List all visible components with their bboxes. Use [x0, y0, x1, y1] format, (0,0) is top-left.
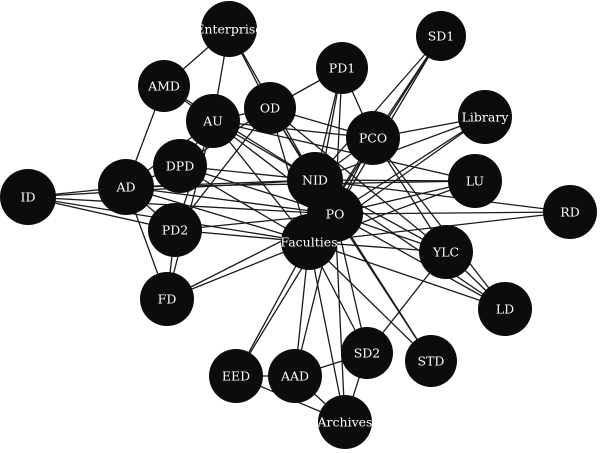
node-label-ylc: YLC	[432, 245, 459, 260]
node-circle-pd2	[148, 203, 202, 257]
node-enterprise: Enterprise	[195, 1, 263, 57]
node-circle-rd	[543, 185, 597, 239]
node-label-archives: Archives	[317, 415, 373, 430]
node-label-po: PO	[326, 207, 345, 222]
node-od: OD	[244, 82, 296, 134]
node-label-ad: AD	[115, 180, 135, 195]
edge-rd-po	[334, 211, 571, 215]
node-std: STD	[405, 335, 457, 387]
node-sd2: SD2	[341, 327, 393, 379]
node-label-std: STD	[418, 354, 445, 369]
node-circle-ld	[478, 282, 532, 336]
node-circle-ylc	[419, 225, 473, 279]
node-label-nid: NID	[302, 173, 328, 188]
edge-ad-faculties	[125, 186, 310, 243]
node-label-enterprise: Enterprise	[195, 22, 262, 37]
node-lu: LU	[448, 154, 502, 208]
node-circle-sd1	[416, 11, 466, 61]
node-circle-std	[405, 335, 457, 387]
edge-faculties-ld	[308, 241, 506, 310]
node-circle-pd1	[316, 42, 368, 94]
node-eed: EED	[209, 349, 263, 403]
node-circle-faculties	[281, 214, 337, 270]
node-rd: RD	[543, 185, 597, 239]
node-circle-library	[458, 90, 512, 144]
node-label-pd1: PD1	[329, 61, 355, 76]
node-label-amd: AMD	[147, 79, 180, 94]
node-fd: FD	[140, 272, 194, 326]
node-label-ld: LD	[496, 302, 514, 317]
node-ld: LD	[478, 282, 532, 336]
node-circle-amd	[138, 60, 190, 112]
node-circle-fd	[140, 272, 194, 326]
edge-po-ld	[334, 213, 506, 310]
edge-faculties-std	[308, 241, 432, 362]
node-circle-eed	[209, 349, 263, 403]
node-ad: AD	[98, 159, 154, 215]
node-label-au: AU	[202, 114, 223, 129]
edge-library-nid	[314, 116, 486, 181]
node-pco: PCO	[346, 111, 400, 165]
node-au: AU	[186, 94, 240, 148]
edge-amd-nid	[163, 85, 316, 181]
node-circle-id	[0, 169, 56, 225]
node-pd1: PD1	[316, 42, 368, 94]
node-label-od: OD	[260, 101, 280, 116]
node-circle-au	[186, 94, 240, 148]
node-label-aad: AAD	[280, 369, 309, 384]
node-label-pd2: PD2	[162, 223, 188, 238]
node-label-eed: EED	[222, 369, 250, 384]
edge-au-lu	[212, 120, 476, 182]
edge-pco-ld	[372, 137, 506, 310]
node-circle-sd2	[341, 327, 393, 379]
node-aad: AAD	[268, 349, 322, 403]
node-label-library: Library	[462, 110, 510, 125]
edge-ad-po	[125, 186, 336, 215]
node-sd1: SD1	[416, 11, 466, 61]
node-label-pco: PCO	[359, 131, 387, 146]
node-ylc: YLC	[419, 225, 473, 279]
edge-po-std	[334, 213, 432, 362]
edge-library-po	[334, 116, 486, 215]
node-label-id: ID	[21, 190, 36, 205]
node-label-sd2: SD2	[354, 346, 381, 361]
node-dpd: DPD	[153, 139, 207, 193]
edge-po-archives	[334, 213, 346, 423]
node-circle-dpd	[153, 139, 207, 193]
node-circle-enterprise	[201, 1, 257, 57]
node-label-faculties: Faculties	[280, 235, 337, 250]
node-amd: AMD	[138, 60, 190, 112]
node-label-lu: LU	[466, 174, 484, 189]
node-archives: Archives	[317, 395, 373, 449]
node-circle-aad	[268, 349, 322, 403]
node-circle-ad	[98, 159, 154, 215]
edge-faculties-archives	[308, 241, 346, 423]
node-label-sd1: SD1	[428, 29, 455, 44]
edge-sd1-nid	[314, 35, 442, 181]
node-pd2: PD2	[148, 203, 202, 257]
node-circle-od	[244, 82, 296, 134]
node-library: Library	[458, 90, 512, 144]
node-label-rd: RD	[560, 205, 579, 220]
node-circle-pco	[346, 111, 400, 165]
node-circle-archives	[318, 395, 372, 449]
node-label-fd: FD	[158, 292, 177, 307]
node-label-dpd: DPD	[166, 159, 194, 174]
node-circle-lu	[448, 154, 502, 208]
node-faculties: Faculties	[280, 214, 338, 270]
edge-nid-rd	[314, 179, 571, 213]
node-id: ID	[0, 169, 56, 225]
